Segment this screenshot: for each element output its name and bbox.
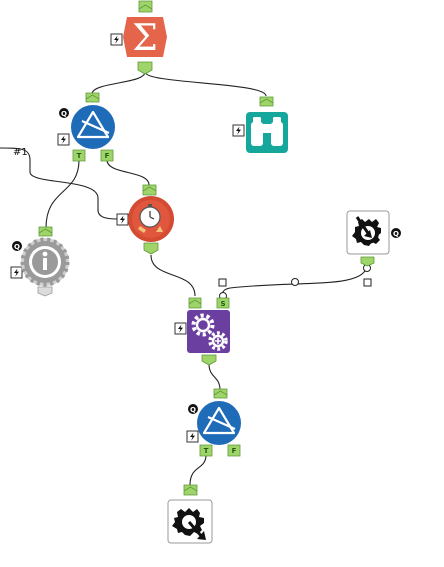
q-badge: Q bbox=[59, 108, 69, 118]
q-badge: Q bbox=[391, 228, 401, 238]
wire-filter2-true-to-output[interactable] bbox=[189, 454, 207, 486]
true-anchor[interactable]: T bbox=[199, 444, 213, 457]
sigma-glyph: Σ bbox=[132, 18, 157, 59]
wire-timer-to-batch[interactable] bbox=[150, 254, 196, 297]
input-anchor[interactable] bbox=[142, 184, 157, 196]
tool-filter-1[interactable]: Q T F bbox=[57, 92, 115, 162]
true-anchor[interactable]: T bbox=[72, 149, 86, 162]
svg-text:S: S bbox=[220, 300, 225, 308]
lightning-icon bbox=[110, 33, 123, 46]
wire-filter1-true-to-message[interactable] bbox=[45, 159, 80, 229]
tool-timer[interactable] bbox=[116, 184, 174, 255]
stopwatch-icon bbox=[128, 196, 174, 242]
lightning-icon bbox=[174, 322, 187, 335]
tool-macro-input[interactable]: Q bbox=[346, 210, 401, 267]
wire-handle-square[interactable] bbox=[363, 278, 372, 287]
svg-text:F: F bbox=[232, 447, 237, 455]
tool-summarize[interactable]: Σ bbox=[110, 0, 167, 75]
svg-text:Q: Q bbox=[190, 406, 196, 414]
tool-filter-2[interactable]: Q T F bbox=[186, 388, 241, 457]
wire-summarize-to-browse[interactable] bbox=[144, 71, 267, 97]
tool-browse[interactable] bbox=[232, 96, 288, 153]
lightning-icon bbox=[57, 133, 70, 146]
wire-handle-square[interactable] bbox=[218, 278, 227, 287]
tool-macro-output[interactable] bbox=[167, 484, 213, 544]
lightning-icon bbox=[232, 124, 245, 137]
lightning-icon bbox=[116, 213, 129, 226]
svg-text:T: T bbox=[77, 152, 82, 160]
wire-input-to-timer[interactable] bbox=[0, 147, 118, 220]
input-anchor[interactable] bbox=[138, 0, 153, 13]
output-anchor[interactable] bbox=[143, 242, 159, 255]
output-anchor[interactable] bbox=[37, 286, 53, 297]
svg-text:Q: Q bbox=[14, 243, 20, 251]
q-badge: Q bbox=[12, 241, 22, 251]
false-anchor[interactable]: F bbox=[227, 444, 241, 457]
output-anchor[interactable] bbox=[360, 256, 375, 267]
true-anchor[interactable] bbox=[188, 297, 202, 309]
svg-text:T: T bbox=[204, 447, 209, 455]
connection-label: #1 bbox=[13, 147, 28, 158]
tool-batch-macro[interactable]: S bbox=[174, 297, 230, 366]
tool-message[interactable]: Q bbox=[10, 226, 70, 297]
source-anchor[interactable]: S bbox=[216, 297, 230, 309]
input-anchor[interactable] bbox=[183, 484, 198, 496]
lightning-icon bbox=[186, 430, 199, 443]
info-gear-icon bbox=[20, 237, 70, 287]
wire-filter1-false-to-timer[interactable] bbox=[106, 159, 150, 186]
connections bbox=[0, 71, 368, 486]
svg-text:Q: Q bbox=[393, 230, 399, 238]
false-anchor[interactable]: F bbox=[100, 149, 114, 162]
output-anchor[interactable] bbox=[201, 354, 217, 366]
svg-text:Q: Q bbox=[61, 110, 67, 118]
sigma-icon bbox=[123, 17, 167, 57]
q-badge: Q bbox=[188, 404, 198, 414]
wire-handles bbox=[218, 264, 372, 300]
lightning-icon bbox=[10, 266, 23, 279]
wire-batch-to-filter2[interactable] bbox=[208, 363, 221, 391]
svg-text:F: F bbox=[105, 152, 110, 160]
wire-summarize-to-filter1[interactable] bbox=[91, 71, 146, 95]
output-anchor[interactable] bbox=[137, 61, 153, 75]
wire-handle-circle[interactable] bbox=[291, 278, 299, 286]
